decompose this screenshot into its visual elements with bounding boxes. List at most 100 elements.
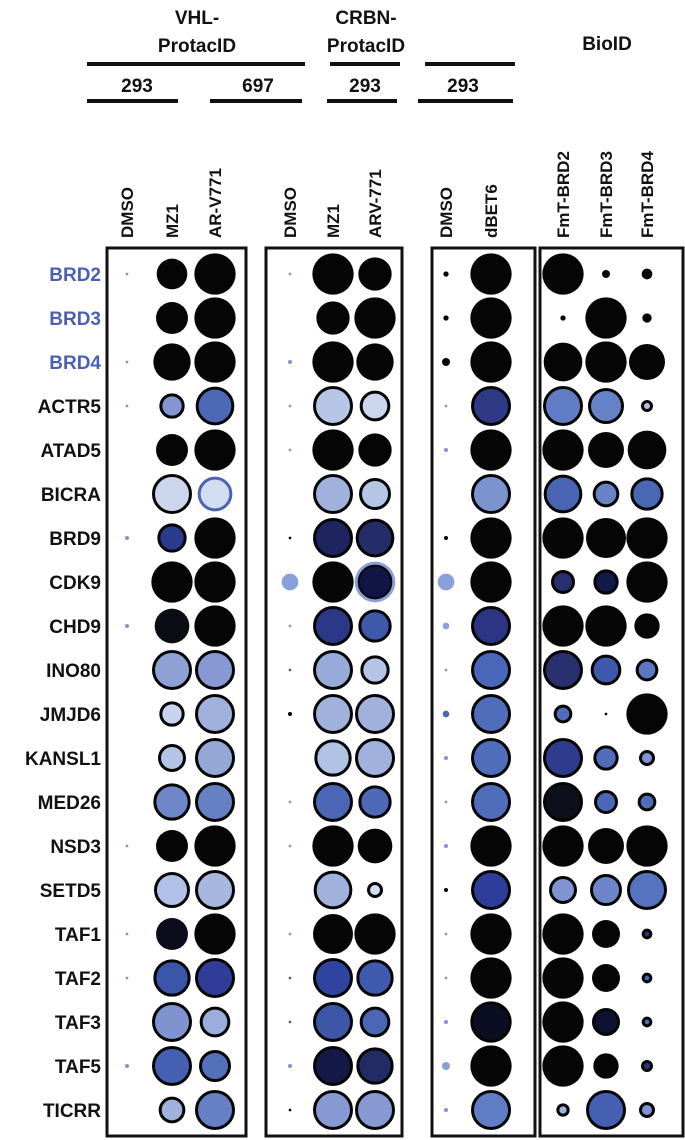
subgroup-label: 293	[447, 76, 479, 97]
dot	[125, 624, 129, 628]
dot	[556, 1103, 570, 1117]
dot	[641, 1016, 653, 1028]
dot	[471, 606, 511, 646]
dot	[288, 448, 292, 452]
dot	[560, 315, 566, 321]
dot	[285, 577, 295, 587]
dot	[158, 744, 186, 772]
panel-frame	[105, 246, 248, 1138]
dot	[586, 1090, 626, 1130]
dot	[604, 712, 608, 716]
dot	[288, 404, 292, 408]
row-label: TAF3	[55, 1013, 101, 1034]
group-rule	[87, 62, 305, 66]
column-label: ARV-771	[366, 169, 385, 238]
group-rule	[330, 62, 400, 66]
dots	[125, 253, 668, 1130]
dot	[471, 870, 511, 910]
dot	[470, 429, 512, 471]
row-labels: BRD2BRD3BRD4ACTR5ATAD5BICRABRD9CDK9CHD9I…	[25, 265, 101, 1122]
row-label: BRD3	[49, 309, 101, 330]
dot	[585, 605, 627, 647]
dot	[627, 870, 667, 910]
dot	[444, 888, 448, 892]
dot	[543, 738, 583, 778]
subgroup-rule	[210, 99, 302, 103]
dot	[313, 782, 353, 822]
dot	[551, 570, 575, 594]
dot	[288, 624, 292, 628]
dot	[313, 606, 353, 646]
dot	[152, 650, 192, 690]
dot	[159, 393, 185, 419]
subgroup-label: 697	[242, 76, 274, 97]
dot	[470, 561, 512, 603]
dot	[199, 1050, 231, 1082]
dot	[313, 914, 353, 954]
subgroup-rule	[418, 99, 513, 103]
row-label: BICRA	[41, 485, 101, 506]
row-label: INO80	[46, 661, 101, 682]
dot	[471, 474, 511, 514]
panel-frame	[538, 246, 685, 1138]
dot	[156, 258, 188, 290]
dot	[313, 518, 353, 558]
dot	[542, 429, 584, 471]
row-label: BRD9	[49, 529, 101, 550]
dot	[442, 710, 450, 718]
dot	[471, 782, 511, 822]
dot	[593, 569, 619, 595]
dot	[441, 577, 451, 587]
dot	[585, 341, 627, 383]
dot	[641, 972, 653, 984]
dot	[154, 608, 190, 644]
panel-frame	[430, 246, 537, 1138]
row-label: NSD3	[50, 837, 101, 858]
dot	[444, 404, 448, 408]
dot	[288, 844, 292, 848]
dot	[444, 844, 448, 848]
dot	[637, 792, 657, 812]
dot	[641, 400, 653, 412]
row-label: CDK9	[49, 573, 101, 594]
column-label: dBET6	[482, 184, 501, 238]
dot	[639, 750, 655, 766]
dot	[642, 313, 652, 323]
dot	[355, 518, 395, 558]
dot	[471, 694, 511, 734]
dot	[593, 745, 619, 771]
dot	[156, 434, 188, 466]
dot	[195, 386, 235, 426]
dot	[358, 433, 392, 467]
dot	[357, 564, 393, 600]
dot	[313, 474, 353, 514]
column-label: DMSO	[437, 187, 456, 238]
panel-frames	[105, 246, 685, 1138]
dot	[195, 782, 235, 822]
dot	[125, 1064, 129, 1068]
column-label: FmT-BRD4	[638, 151, 657, 238]
dot	[195, 650, 235, 690]
dot	[195, 870, 235, 910]
group-label: CRBN-	[335, 8, 396, 29]
dot	[444, 932, 448, 936]
dot	[125, 932, 129, 936]
dot	[542, 517, 584, 559]
dot	[444, 800, 448, 804]
dot	[542, 1045, 584, 1087]
group-label: BioID	[582, 34, 632, 55]
dot	[543, 386, 583, 426]
dot	[543, 474, 583, 514]
dot	[125, 976, 129, 980]
dot	[355, 738, 395, 778]
dot	[125, 844, 129, 848]
column-label: DMSO	[118, 187, 137, 238]
dot	[195, 694, 235, 734]
column-label: MZ1	[163, 204, 182, 238]
dot	[470, 253, 512, 295]
dot	[444, 976, 448, 980]
dot	[316, 301, 350, 335]
row-label: CHD9	[49, 617, 101, 638]
dot	[588, 388, 624, 424]
dot	[442, 622, 450, 630]
